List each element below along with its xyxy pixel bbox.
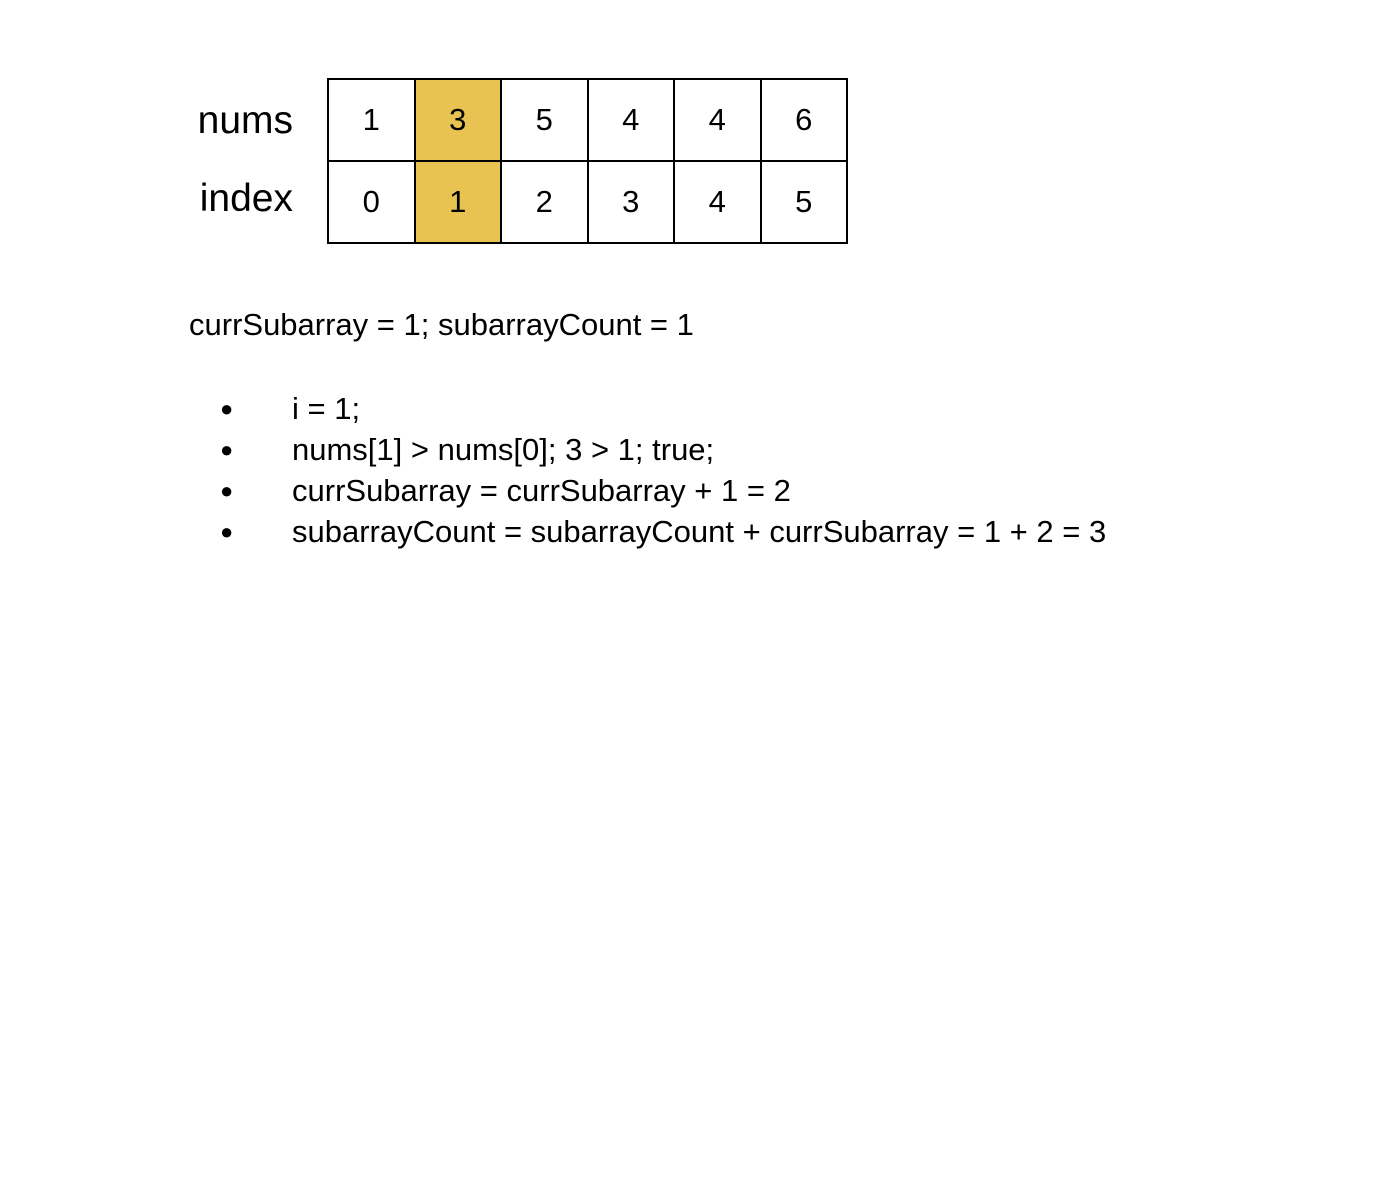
nums-cell: 4 <box>588 80 675 162</box>
index-cell: 0 <box>329 162 416 244</box>
array-table: 1 3 5 4 4 6 0 1 2 3 4 5 <box>327 78 848 244</box>
step-text: i = 1; <box>292 391 361 426</box>
bullet-icon: ● <box>220 478 234 503</box>
step-text: subarrayCount = subarrayCount + currSuba… <box>292 514 1107 549</box>
index-cell: 4 <box>675 162 762 244</box>
bullet-icon: ● <box>220 396 234 421</box>
bullet-icon: ● <box>220 437 234 462</box>
index-row-label: index <box>199 177 293 220</box>
nums-cell: 1 <box>329 80 416 162</box>
nums-cell: 5 <box>502 80 589 162</box>
nums-row-label: nums <box>197 99 293 142</box>
bullet-icon: ● <box>220 519 234 544</box>
step-text: nums[1] > nums[0]; 3 > 1; true; <box>292 432 715 467</box>
state-summary: currSubarray = 1; subarrayCount = 1 <box>189 307 694 342</box>
nums-cell: 3 <box>415 80 502 162</box>
index-cell: 1 <box>415 162 502 244</box>
step-text: currSubarray = currSubarray + 1 = 2 <box>292 473 791 508</box>
index-cell: 3 <box>588 162 675 244</box>
index-cell: 2 <box>502 162 589 244</box>
nums-cell: 4 <box>675 80 762 162</box>
nums-cell: 6 <box>761 80 848 162</box>
index-cell: 5 <box>761 162 848 244</box>
